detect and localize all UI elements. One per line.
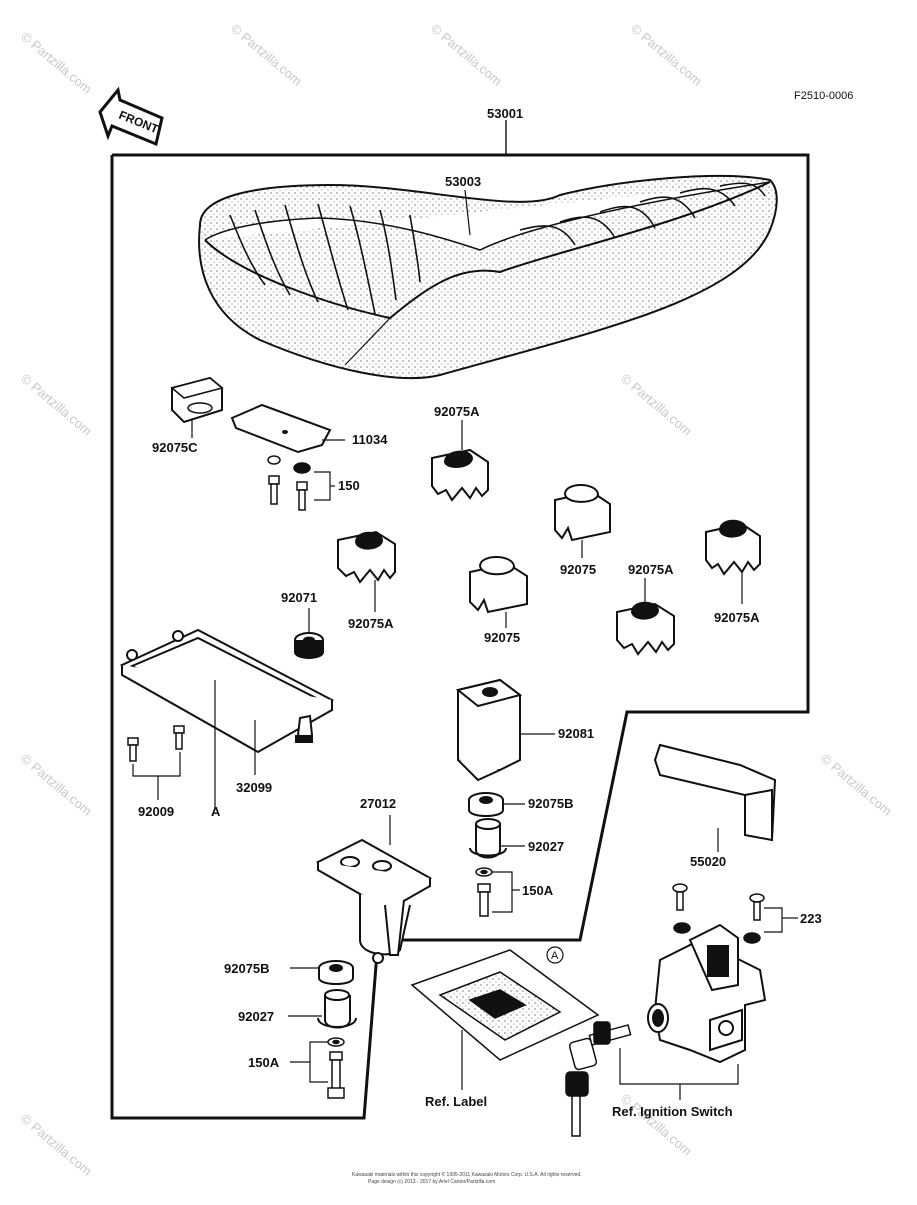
part-150-bolts bbox=[267, 455, 311, 511]
watermark: © Partzilla.com bbox=[628, 21, 705, 89]
label-53003: 53003 bbox=[445, 174, 481, 189]
label-92075b: 92075B bbox=[528, 796, 574, 811]
watermark: © Partzilla.com bbox=[618, 1091, 695, 1159]
damper-92075a-4 bbox=[705, 519, 761, 576]
label-150a: 150A bbox=[522, 883, 554, 898]
label-92075: 92075 bbox=[484, 630, 520, 645]
callout-a-circle: A bbox=[551, 950, 559, 962]
part-92081-bracket bbox=[455, 678, 523, 782]
label-92071: 92071 bbox=[281, 590, 317, 605]
damper-92075-1 bbox=[554, 484, 611, 542]
watermark: © Partzilla.com bbox=[18, 1111, 95, 1179]
label-223: 223 bbox=[800, 911, 822, 926]
label-92075b: 92075B bbox=[224, 961, 270, 976]
part-150a-upper bbox=[475, 867, 493, 917]
part-55020-cover bbox=[653, 743, 777, 842]
watermark: © Partzilla.com bbox=[18, 29, 95, 97]
label-a-frame: A bbox=[211, 804, 221, 819]
drawing-code: F2510-0006 bbox=[794, 90, 853, 102]
copyright-line: Page design (c) 2013 - 2017 by Ariel Can… bbox=[368, 1179, 495, 1185]
part-92075b-grommet-lower bbox=[318, 960, 354, 985]
assembly-frame bbox=[110, 153, 810, 1120]
part-150a-lower bbox=[327, 1037, 345, 1099]
watermark: © Partzilla.com bbox=[428, 21, 505, 89]
part-223-screws bbox=[672, 883, 765, 944]
label-92027: 92027 bbox=[238, 1009, 274, 1024]
label-92027: 92027 bbox=[528, 839, 564, 854]
label-53001: 53001 bbox=[487, 106, 523, 121]
damper-92075a-1 bbox=[431, 448, 489, 502]
label-150: 150 bbox=[338, 478, 360, 493]
label-92081: 92081 bbox=[558, 726, 594, 741]
damper-92075a-2 bbox=[337, 530, 396, 584]
label-55020: 55020 bbox=[690, 854, 726, 869]
copyright-line: Kawasaki materials within this copyright… bbox=[352, 1171, 582, 1178]
ref-label-card bbox=[410, 949, 600, 1061]
label-92009: 92009 bbox=[138, 804, 174, 819]
label-92075a: 92075A bbox=[628, 562, 674, 577]
label-92075c: 92075C bbox=[152, 440, 198, 455]
label-27012: 27012 bbox=[360, 796, 396, 811]
label-ref-ignition-switch: Ref. Ignition Switch bbox=[612, 1104, 733, 1119]
watermark: © Partzilla.com bbox=[18, 751, 95, 819]
seat bbox=[198, 174, 778, 380]
part-92027-collar-upper bbox=[469, 818, 507, 859]
part-labels: 53001 53003 92075C 11034 150 92075A 9207… bbox=[138, 106, 822, 1119]
watermark: © Partzilla.com bbox=[818, 751, 895, 819]
damper-92075-2 bbox=[469, 556, 528, 614]
watermark: © Partzilla.com bbox=[18, 371, 95, 439]
label-92075a: 92075A bbox=[348, 616, 394, 631]
part-11034-bracket bbox=[230, 403, 345, 454]
part-92009-bolts bbox=[127, 725, 185, 762]
damper-92075a-3 bbox=[616, 601, 675, 656]
label-32099: 32099 bbox=[236, 780, 272, 795]
part-32099-tray bbox=[119, 628, 335, 754]
part-27012-bracket bbox=[315, 838, 433, 964]
part-92027-collar-lower bbox=[317, 989, 357, 1029]
ignition-keys bbox=[565, 1021, 632, 1137]
label-92075a: 92075A bbox=[434, 404, 480, 419]
label-92075a: 92075A bbox=[714, 610, 760, 625]
part-92075b-grommet-upper bbox=[468, 792, 504, 817]
ignition-switch bbox=[647, 923, 767, 1064]
label-ref-label: Ref. Label bbox=[425, 1094, 487, 1109]
watermark: © Partzilla.com bbox=[228, 21, 305, 89]
label-92075: 92075 bbox=[560, 562, 596, 577]
front-arrow: FRONT bbox=[98, 86, 164, 147]
label-150a: 150A bbox=[248, 1055, 280, 1070]
part-92071-grommet bbox=[294, 632, 324, 659]
part-92075c-damper bbox=[170, 376, 224, 438]
watermark: © Partzilla.com bbox=[618, 371, 695, 439]
label-11034: 11034 bbox=[352, 432, 388, 447]
